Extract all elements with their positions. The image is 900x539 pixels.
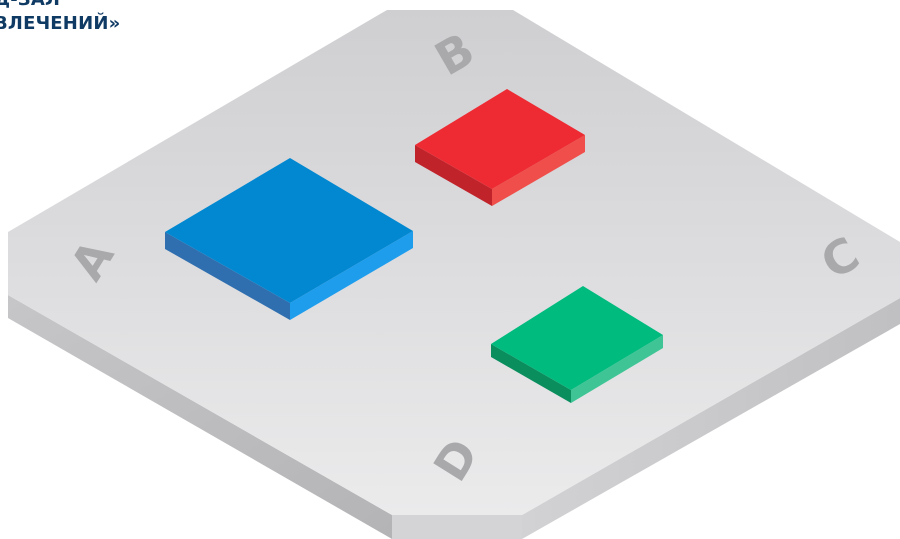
red-block-side-left xyxy=(415,145,492,206)
blue-block xyxy=(165,158,413,320)
platform-side-right xyxy=(522,298,900,539)
platform-side-bottom xyxy=(392,515,522,539)
title-line-1: Д-ЗАЛ xyxy=(0,0,120,12)
blue-block-top xyxy=(165,158,413,303)
platform-sides xyxy=(8,295,900,539)
green-block-top xyxy=(491,286,663,390)
blue-block-side-right xyxy=(290,231,413,320)
red-block xyxy=(415,89,585,206)
green-block-side-right xyxy=(571,335,663,403)
title-line-2: ВЛЕЧЕНИЙ» xyxy=(0,13,121,34)
green-block-side-left xyxy=(491,344,571,403)
green-block xyxy=(491,286,663,403)
red-block-top xyxy=(415,89,585,189)
platform-top xyxy=(8,10,900,515)
platform-side-left xyxy=(8,295,392,539)
page-title: Д-ЗАЛ ВЛЕЧЕНИЙ» xyxy=(0,0,120,36)
blue-block-side-left xyxy=(165,232,290,320)
red-block-side-right xyxy=(492,135,585,206)
